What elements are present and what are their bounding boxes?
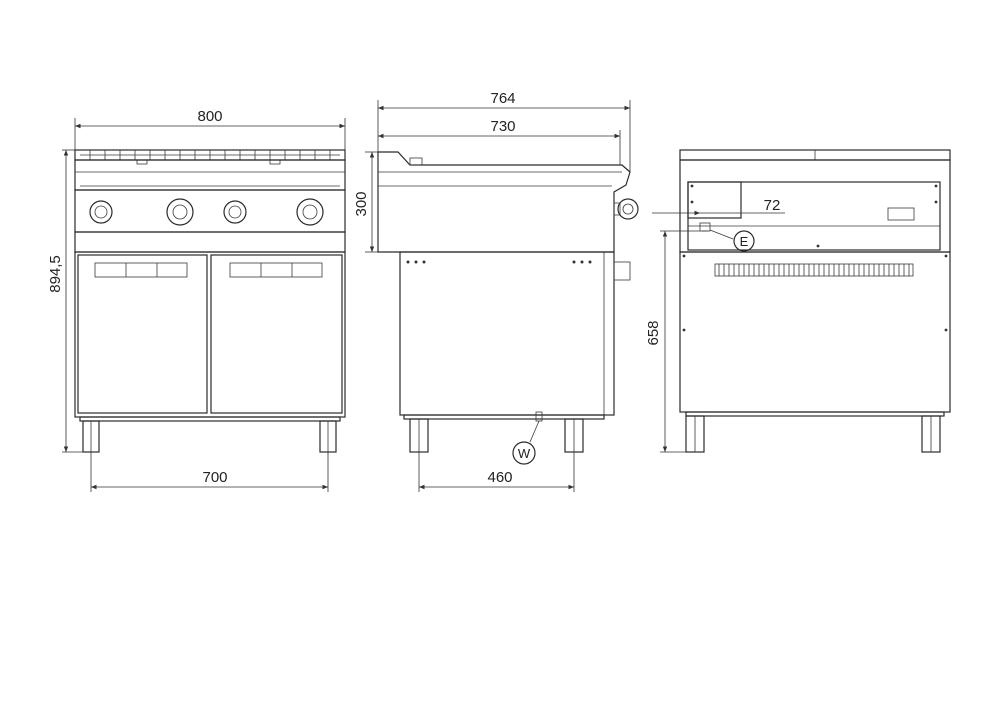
dim-label-800: 800 <box>197 108 222 125</box>
dim-label-658: 658 <box>645 320 662 345</box>
rear-dots <box>682 184 948 332</box>
dim-label-764: 764 <box>490 90 515 107</box>
dim-rear-72: 72 <box>652 197 785 216</box>
dim-front-width: 800 <box>74 108 346 150</box>
dim-label-300: 300 <box>353 191 370 216</box>
side-dots <box>406 260 592 264</box>
dim-front-feet: 700 <box>90 452 329 492</box>
front-knobs <box>89 198 324 226</box>
dim-label-730: 730 <box>490 118 515 135</box>
rear-vent-grille <box>714 263 914 277</box>
callout-electric: E <box>740 234 749 249</box>
rear-view: E <box>679 149 951 453</box>
front-door-handles <box>94 262 323 278</box>
callout-water: W <box>518 446 531 461</box>
dim-side-feet: 460 <box>418 452 575 492</box>
dim-label-72: 72 <box>764 197 781 214</box>
front-top-slots <box>80 150 340 165</box>
dim-rear-height: 658 <box>645 230 700 453</box>
side-view: W <box>377 151 639 465</box>
dim-label-460: 460 <box>487 469 512 486</box>
dim-label-700: 700 <box>202 469 227 486</box>
front-view <box>74 149 346 453</box>
dim-side-depth-total: 764 <box>377 90 631 172</box>
dim-side-height: 300 <box>353 151 378 253</box>
dim-side-depth-top: 730 <box>378 118 621 165</box>
dim-front-height: 894,5 <box>47 149 83 453</box>
dim-label-894-5: 894,5 <box>47 255 64 293</box>
